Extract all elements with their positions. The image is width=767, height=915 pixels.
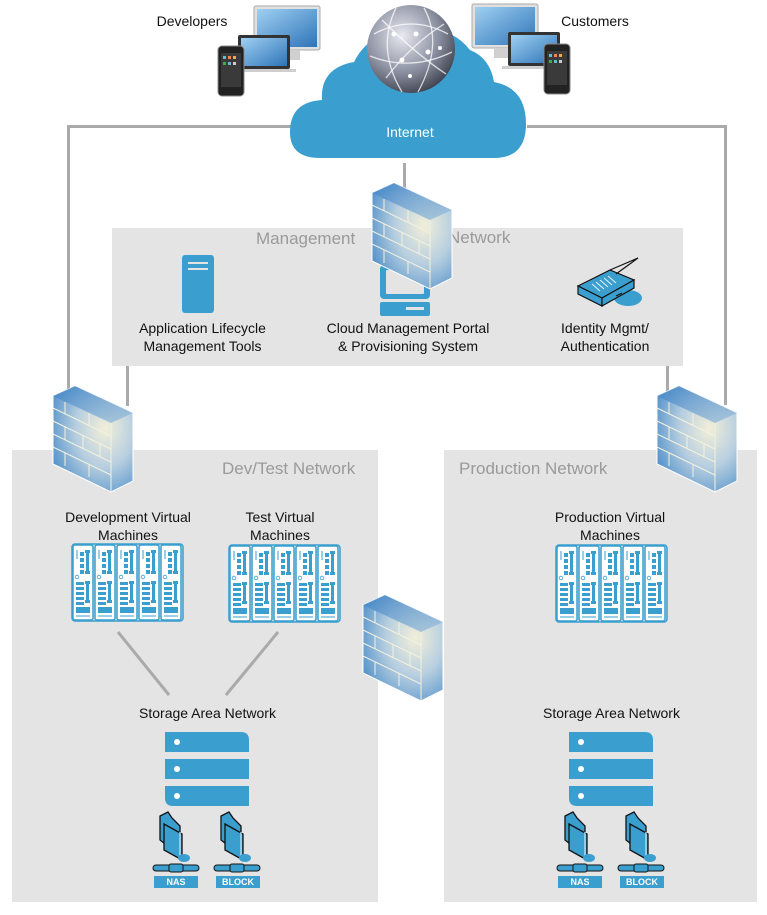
production-network-panel: [444, 450, 757, 902]
test-vms-label-line1: Test Virtual: [245, 509, 315, 525]
devtest-nas-tag: NAS: [154, 876, 198, 888]
devtest-block-folder-icon: [220, 811, 252, 863]
production-network-title: Production Network: [459, 459, 608, 478]
connector-internet-right-horizontal: [527, 125, 727, 128]
internet-cloud-icon: [290, 29, 526, 158]
internet-label: Internet: [386, 124, 434, 140]
devtest-network-title: Dev/Test Network: [222, 459, 356, 478]
customers-devices-icon: [471, 3, 571, 95]
dev-vms-label-line2: Machines: [98, 527, 158, 543]
connector-management-devtest: [126, 366, 129, 406]
production-storage-array-icon: [569, 732, 653, 806]
identity-mgmt-label-line1: Identity Mgmt/: [561, 320, 649, 336]
production-nas-network-bar-icon: [556, 863, 604, 873]
test-vms-label: Test Virtual Machines: [210, 508, 350, 544]
connector-internet-left-horizontal: [67, 125, 297, 128]
prod-vms-label-line2: Machines: [580, 527, 640, 543]
server-tower-icon: [182, 255, 214, 313]
test-vms-label-line2: Machines: [250, 527, 310, 543]
firewall-devtest-production-icon: [362, 594, 444, 702]
developers-devices-icon: [217, 5, 321, 97]
devtest-nas-folder-icon: [159, 811, 191, 863]
production-nas-tag: NAS: [558, 876, 602, 888]
cloud-portal-label-line1: Cloud Management Portal: [326, 320, 490, 336]
firewall-devtest-icon: [52, 385, 134, 493]
devtest-nas-network-bar-icon: [152, 863, 200, 873]
devtest-block-network-bar-icon: [213, 863, 261, 873]
connector-internet-management: [403, 163, 406, 188]
connector-internet-right-vertical: [724, 125, 727, 405]
production-block-network-bar-icon: [617, 863, 665, 873]
identity-mgmt-label-line2: Authentication: [560, 338, 650, 354]
devtest-block-tag: BLOCK: [216, 876, 260, 888]
developers-label: Developers: [156, 13, 228, 29]
customers-label: Customers: [561, 13, 629, 29]
alm-tools-label: Application Lifecycle Management Tools: [120, 319, 285, 355]
alm-tools-label-line1: Application Lifecycle: [139, 320, 266, 336]
management-network-title-right: Network: [448, 228, 511, 247]
firewall-internet-management-icon: [371, 182, 453, 290]
dev-vms-label-line1: Development Virtual: [65, 509, 191, 525]
prod-vms-label-line1: Production Virtual: [554, 509, 666, 525]
cloud-portal-label: Cloud Management Portal & Provisioning S…: [318, 319, 498, 355]
devtest-storage-array-icon: [165, 732, 249, 806]
production-san-label: Storage Area Network: [543, 705, 680, 721]
cloud-portal-label-line2: & Provisioning System: [337, 338, 479, 354]
alm-tools-label-line2: Management Tools: [143, 338, 262, 354]
management-network-title-left: Management: [256, 229, 356, 248]
production-block-tag: BLOCK: [620, 876, 664, 888]
dev-vms-label: Development Virtual Machines: [48, 508, 208, 544]
devtest-network-panel: [12, 450, 378, 902]
identity-mgmt-label: Identity Mgmt/ Authentication: [540, 319, 670, 355]
devtest-san-label: Storage Area Network: [139, 705, 276, 721]
production-block-folder-icon: [625, 811, 657, 863]
prod-vms-label: Production Virtual Machines: [535, 508, 685, 544]
dev-vm-blade-rack-icon: [71, 543, 184, 622]
connector-management-production: [666, 366, 669, 396]
globe-icon: [367, 5, 455, 93]
authentication-device-icon: [576, 257, 642, 308]
firewall-production-icon: [656, 385, 738, 493]
connector-internet-left-vertical: [67, 125, 70, 390]
production-nas-folder-icon: [564, 811, 596, 863]
test-vm-blade-rack-icon: [228, 544, 341, 623]
prod-vm-blade-rack-icon: [555, 544, 668, 623]
